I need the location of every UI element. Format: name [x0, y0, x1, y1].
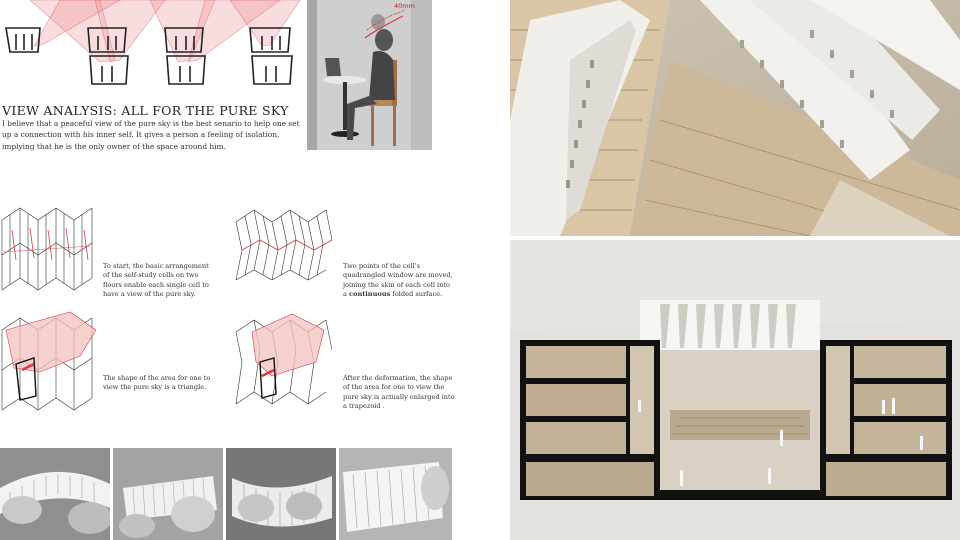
trapezoid-view-diagram — [235, 313, 332, 405]
folding-photo-1 — [0, 448, 110, 540]
left-board: 40mm VIEW ANALYSIS: ALL FOR THE PURE SKY… — [0, 0, 455, 540]
caption-folded-post: folded surface. — [390, 290, 443, 299]
triangle-view-diagram — [1, 311, 97, 411]
folded-surface-diagram — [235, 209, 332, 281]
model-aerial-photo — [510, 0, 960, 236]
folding-photo-2 — [113, 448, 223, 540]
section-heading: VIEW ANALYSIS: ALL FOR THE PURE SKY — [2, 103, 289, 118]
dimension-label: 40mm — [394, 2, 415, 10]
seated-person-photo: 40mm — [307, 0, 432, 150]
sky-view-section-diagram — [5, 0, 301, 85]
folding-photo-4 — [339, 448, 452, 540]
model-section-photo — [510, 240, 960, 540]
caption-triangle: The shape of the area for one to view th… — [103, 374, 211, 392]
caption-folded-pre: Two points of the cell's quadrangled win… — [343, 262, 453, 299]
cell-arrangement-diagram — [1, 207, 93, 291]
caption-folded-bold: continuous — [349, 290, 391, 299]
right-photos — [505, 0, 960, 540]
caption-arrangement: To start, the basic arrangement of the s… — [103, 262, 209, 299]
folding-photo-3 — [226, 448, 336, 540]
caption-folded-surface: Two points of the cell's quadrangled win… — [343, 262, 455, 300]
intro-paragraph: I believe that a peaceful view of the pu… — [2, 119, 300, 151]
caption-trapezoid: After the deformation, the shape of the … — [343, 374, 455, 411]
